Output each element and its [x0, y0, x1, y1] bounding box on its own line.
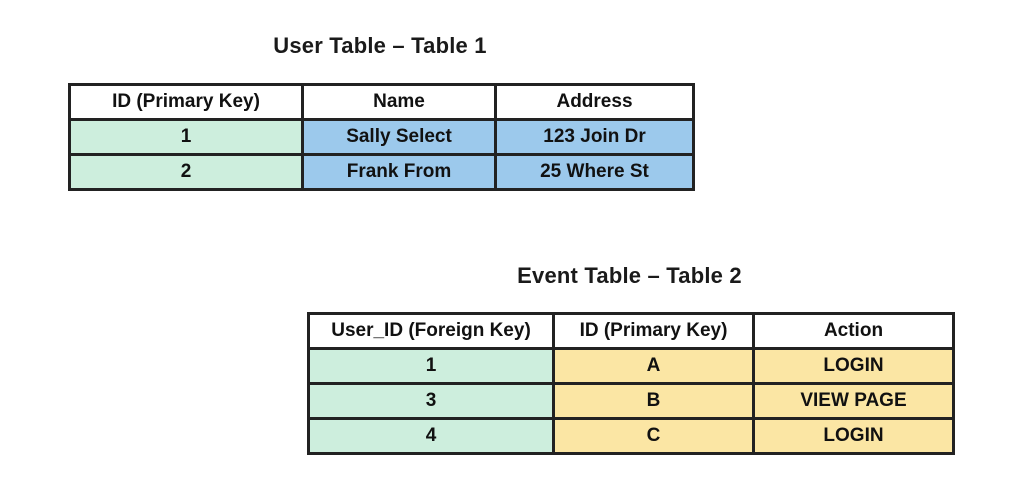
event-table: User_ID (Foreign Key) ID (Primary Key) A… [307, 312, 955, 455]
user-table-title: User Table – Table 1 [273, 33, 487, 58]
event-table-header-id: ID (Primary Key) [552, 312, 755, 350]
user-table-header-name: Name [301, 83, 497, 121]
user-table-cell-id: 2 [68, 153, 304, 191]
event-table-header-action: Action [752, 312, 955, 350]
event-table-cell-action: VIEW PAGE [752, 382, 955, 420]
user-table-cell-address: 25 Where St [494, 153, 695, 191]
user-table-header-address: Address [494, 83, 695, 121]
table-row: 3 B VIEW PAGE [307, 382, 955, 420]
user-table: ID (Primary Key) Name Address 1 Sally Se… [68, 83, 695, 191]
event-table-cell-action: LOGIN [752, 417, 955, 455]
event-table-header-userid: User_ID (Foreign Key) [307, 312, 555, 350]
table-row: 2 Frank From 25 Where St [68, 153, 695, 191]
event-table-cell-userid: 1 [307, 347, 555, 385]
event-table-cell-id: A [552, 347, 755, 385]
event-table-title: Event Table – Table 2 [517, 263, 742, 288]
user-table-cell-name: Frank From [301, 153, 497, 191]
event-table-cell-id: B [552, 382, 755, 420]
event-table-cell-userid: 4 [307, 417, 555, 455]
user-table-cell-id: 1 [68, 118, 304, 156]
event-table-cell-action: LOGIN [752, 347, 955, 385]
event-table-block: Event Table – Table 2 User_ID (Foreign K… [307, 263, 955, 455]
table-row: 1 Sally Select 123 Join Dr [68, 118, 695, 156]
table-row: 1 A LOGIN [307, 347, 955, 385]
user-table-cell-name: Sally Select [301, 118, 497, 156]
event-table-header-row: User_ID (Foreign Key) ID (Primary Key) A… [307, 312, 955, 350]
user-table-header-id: ID (Primary Key) [68, 83, 304, 121]
user-table-block: User Table – Table 1 ID (Primary Key) Na… [68, 33, 695, 191]
user-table-header-row: ID (Primary Key) Name Address [68, 83, 695, 121]
user-table-cell-address: 123 Join Dr [494, 118, 695, 156]
event-table-cell-id: C [552, 417, 755, 455]
event-table-cell-userid: 3 [307, 382, 555, 420]
table-row: 4 C LOGIN [307, 417, 955, 455]
